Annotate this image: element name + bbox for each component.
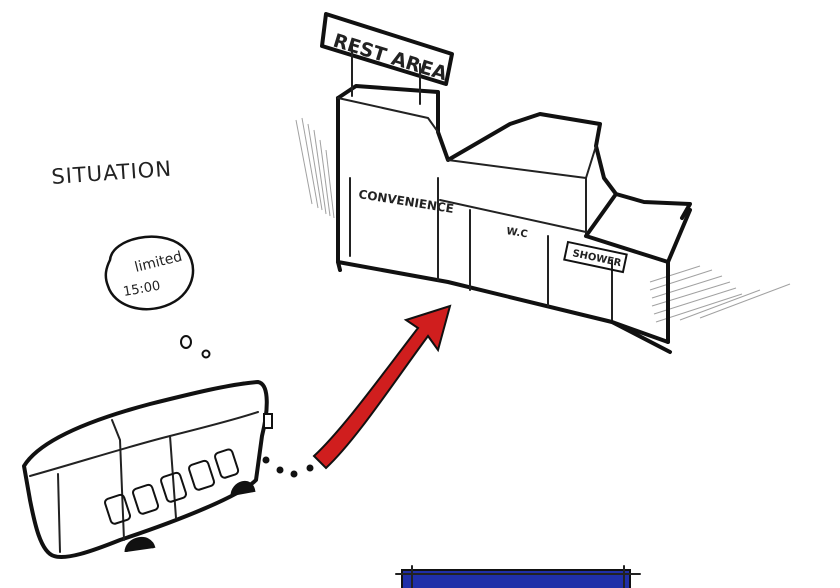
label-wc: W.C	[506, 226, 529, 240]
dotted-path	[262, 456, 314, 478]
thought-bubble: limited 15:00	[104, 235, 211, 359]
building-shadow-right	[649, 265, 791, 323]
label-convenience: CONVENIENCE	[358, 187, 455, 216]
bus	[22, 380, 273, 559]
thought-line2: 15:00	[122, 279, 162, 300]
building-roofline	[336, 84, 692, 220]
red-arrow	[312, 304, 452, 470]
bus-wheel-front	[230, 481, 256, 497]
bus-wheel-rear	[124, 537, 156, 553]
building-front-face	[336, 96, 670, 344]
bus-body	[22, 380, 269, 559]
situation-label: SITUATION	[51, 157, 173, 189]
building-right-block	[584, 192, 692, 344]
blue-board	[395, 565, 641, 588]
rest-area-building	[336, 84, 692, 354]
building-shadow-left	[295, 117, 335, 219]
